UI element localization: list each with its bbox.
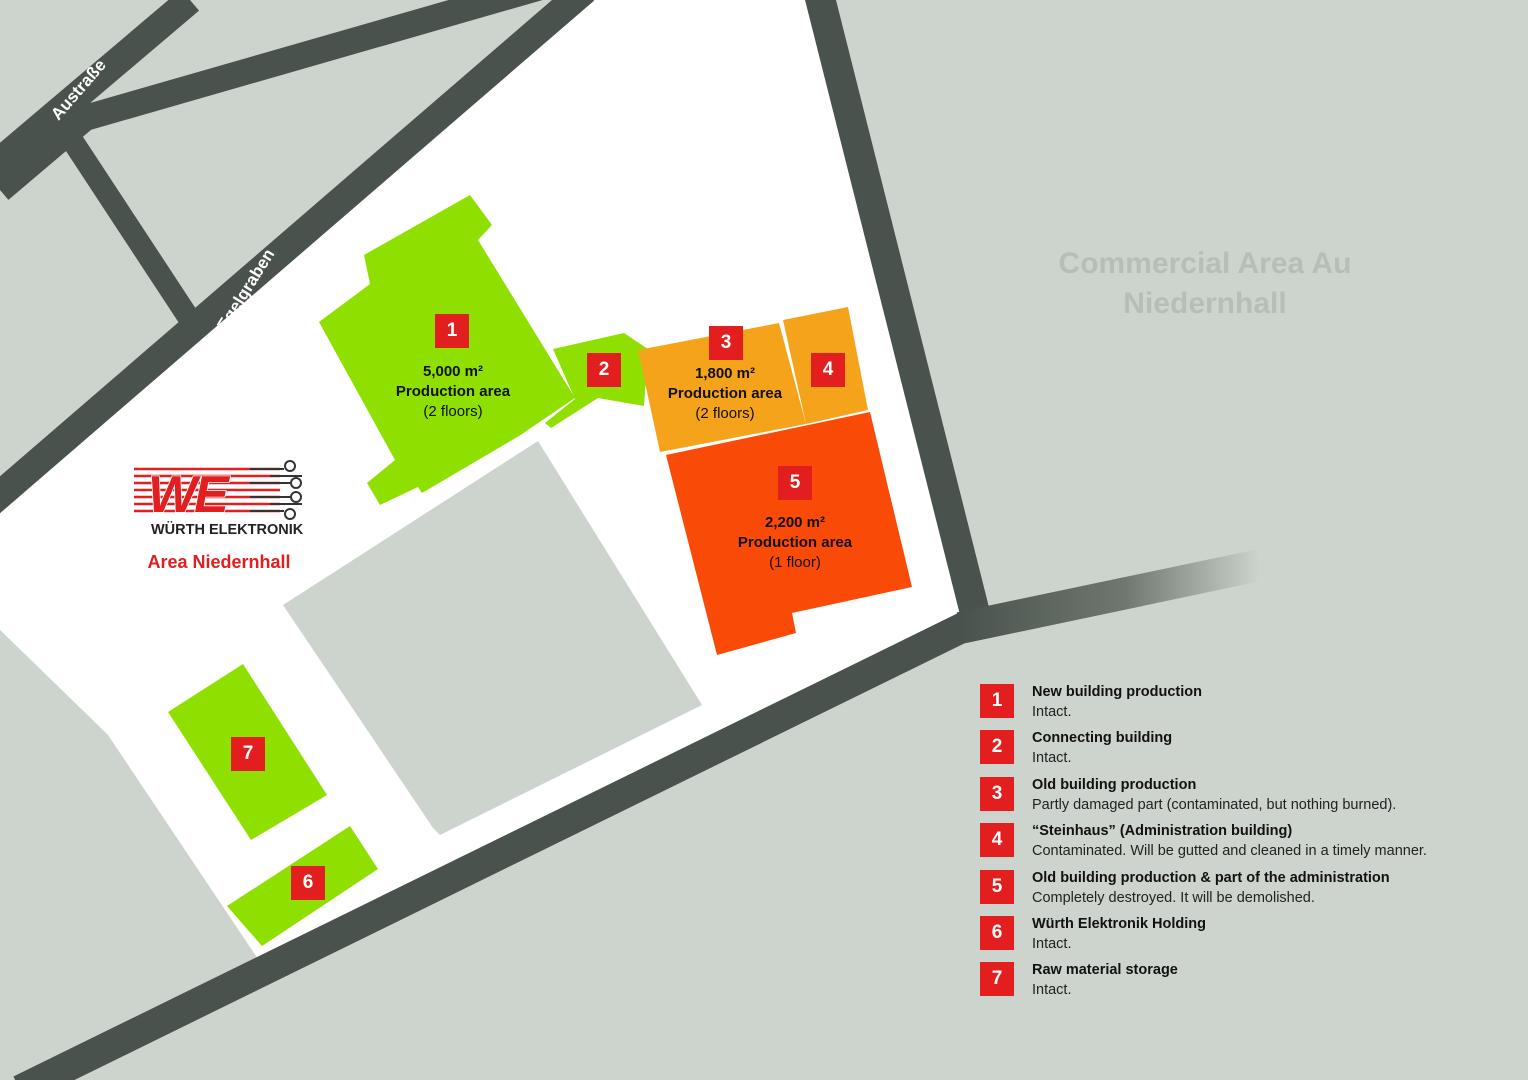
legend-item-4: 4 “Steinhaus” (Administration building) … xyxy=(980,823,1500,869)
road-connector xyxy=(54,121,210,342)
building-badge-7: 7 xyxy=(231,737,265,771)
building-badge-1: 1 xyxy=(435,314,469,348)
legend-badge-3: 3 xyxy=(980,776,1014,811)
legend-item-3: 3 Old building production Partly damaged… xyxy=(980,775,1500,823)
building-3-title: Production area xyxy=(667,385,783,402)
road-salzstrasse xyxy=(13,606,985,1080)
building-badge-4: 4 xyxy=(811,353,845,387)
commercial-area-line2: Niedernhall xyxy=(1123,287,1287,320)
lot-center xyxy=(283,441,702,835)
legend-text-6: Würth Elektronik Holding Intact. xyxy=(1032,914,1206,954)
legend-badge-5: 5 xyxy=(980,869,1014,904)
building-badge-3: 3 xyxy=(709,326,743,360)
road-salzstrasse-east xyxy=(956,549,1264,644)
building-label-3: 1,800 m² Production area (2 floors) xyxy=(668,364,782,424)
logo-brand-text: WÜRTH ELEKTRONIK xyxy=(151,521,304,538)
legend-item-6: 6 Würth Elektronik Holding Intact. xyxy=(980,914,1500,962)
lot-left xyxy=(0,630,108,1080)
legend-text-5: Old building production & part of the ad… xyxy=(1032,868,1390,908)
legend-text-3: Old building production Partly damaged p… xyxy=(1032,775,1396,815)
logo-mark-text: WE xyxy=(148,466,230,524)
legend-item-7: 7 Raw material storage Intact. xyxy=(980,962,1500,1008)
legend-desc-4: Contaminated. Will be gutted and cleaned… xyxy=(1032,843,1427,860)
commercial-area-line1: Commercial Area Au xyxy=(1058,247,1352,280)
legend-title-3: Old building production xyxy=(1032,776,1197,793)
legend: 1 New building production Intact. 2 Conn… xyxy=(980,684,1500,1009)
legend-badge-7: 7 xyxy=(980,962,1014,997)
building-badge-5: 5 xyxy=(778,466,812,500)
legend-item-5: 5 Old building production & part of the … xyxy=(980,868,1500,916)
legend-text-2: Connecting building Intact. xyxy=(1032,728,1172,768)
building-label-5: 2,200 m² Production area (1 floor) xyxy=(738,513,852,573)
building-5-floors: (1 floor) xyxy=(769,554,821,571)
legend-desc-1: Intact. xyxy=(1032,704,1072,720)
building-1-floors: (2 floors) xyxy=(423,403,483,420)
building-1[interactable] xyxy=(319,195,575,505)
legend-title-1: New building production xyxy=(1032,684,1202,700)
legend-badge-1: 1 xyxy=(980,684,1014,718)
building-3-area: 1,800 m² xyxy=(694,365,756,382)
legend-title-2: Connecting building xyxy=(1032,730,1173,747)
legend-desc-6: Intact. xyxy=(1032,935,1072,952)
legend-desc-3: Partly damaged part (contaminated, but n… xyxy=(1032,796,1397,813)
building-badge-6: 6 xyxy=(291,866,325,900)
legend-title-5: Old building production & part of the ad… xyxy=(1032,869,1390,886)
legend-title-6: Würth Elektronik Holding xyxy=(1032,915,1206,932)
legend-badge-2: 2 xyxy=(980,730,1014,765)
area-title: Area Niedernhall xyxy=(147,552,291,572)
building-5-area: 2,200 m² xyxy=(764,514,826,531)
legend-desc-2: Intact. xyxy=(1032,750,1072,767)
building-5[interactable] xyxy=(666,412,912,655)
building-5-title: Production area xyxy=(737,534,853,551)
road-egelgraben xyxy=(0,0,595,514)
legend-text-7: Raw material storage Intact. xyxy=(1032,960,1178,1000)
legend-title-7: Raw material storage xyxy=(1032,962,1178,979)
commercial-area-label: Commercial Area Au Niedernhall xyxy=(1059,244,1352,324)
building-3[interactable] xyxy=(638,323,806,452)
legend-badge-6: 6 xyxy=(980,915,1014,950)
legend-item-1: 1 New building production Intact. xyxy=(980,684,1500,730)
legend-desc-5: Completely destroyed. It will be demolis… xyxy=(1032,889,1315,906)
building-1-area: 5,000 m² xyxy=(422,363,484,380)
legend-title-4: “Steinhaus” (Administration building) xyxy=(1032,823,1293,840)
road-austrasse xyxy=(0,0,200,180)
road-east xyxy=(805,0,993,629)
legend-desc-7: Intact. xyxy=(1032,982,1072,999)
wurth-elektronik-logo: WE WÜRTH ELEKTRONIK xyxy=(130,456,310,547)
building-label-1: 5,000 m² Production area (2 floors) xyxy=(396,362,510,422)
legend-text-4: “Steinhaus” (Administration building) Co… xyxy=(1032,821,1427,861)
road-austrasse-upper xyxy=(0,0,543,200)
building-badge-2: 2 xyxy=(587,353,621,387)
building-1-title: Production area xyxy=(395,383,511,400)
legend-text-1: New building production Intact. xyxy=(1032,682,1202,722)
building-3-floors: (2 floors) xyxy=(695,405,755,422)
legend-badge-4: 4 xyxy=(980,823,1014,858)
we-logo-mark: WE WÜRTH ELEKTRONIK xyxy=(134,460,304,538)
legend-item-2: 2 Connecting building Intact. xyxy=(980,730,1500,776)
